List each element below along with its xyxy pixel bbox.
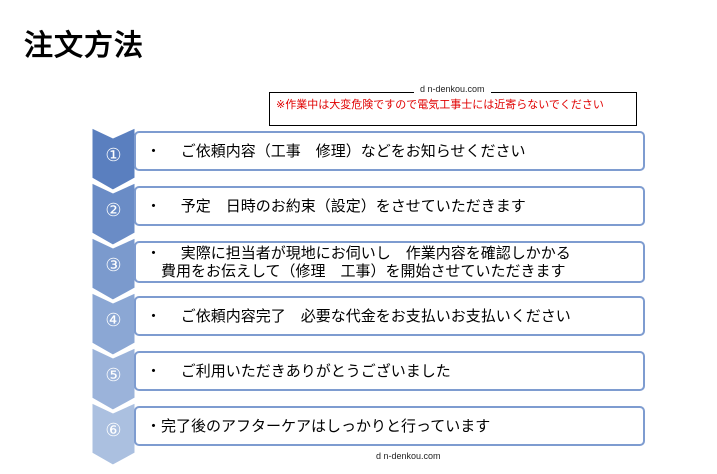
- step-text: ・完了後のアフターケアはしっかりと行っています: [146, 417, 491, 435]
- step-box-4: ・ ご依頼内容完了 必要な代金をお支払いお支払いください: [134, 296, 645, 336]
- step-text: ・ 実際に担当者が現地にお伺いし 作業内容を確認しかかる 費用をお伝えして（修理…: [146, 244, 571, 280]
- step-number: ②: [105, 200, 122, 221]
- step-box-1: ・ ご依頼内容（工事 修理）などをお知らせください: [134, 131, 645, 171]
- source-label-top: d n-denkou.com: [414, 84, 491, 94]
- chevron-step-3: [91, 237, 136, 301]
- step-number: ①: [105, 145, 122, 166]
- step-number: ④: [105, 310, 122, 331]
- step-number: ⑥: [105, 420, 122, 441]
- step-number: ③: [105, 255, 122, 276]
- step-box-2: ・ 予定 日時のお約束（設定）をさせていただきます: [134, 186, 645, 226]
- source-label-bottom: d n-denkou.com: [370, 451, 447, 461]
- step-box-6: ・完了後のアフターケアはしっかりと行っています: [134, 406, 645, 446]
- step-text: ・ ご利用いただきありがとうございました: [146, 362, 451, 380]
- warning-text: ※作業中は大変危険ですので電気工事士には近寄らないでください: [276, 98, 604, 111]
- step-text: ・ ご依頼内容完了 必要な代金をお支払いお支払いください: [146, 307, 571, 325]
- page-title: 注文方法: [24, 28, 145, 62]
- chevron-step-6: [91, 402, 136, 466]
- step-number: ⑤: [105, 365, 122, 386]
- chevron-step-4: [91, 292, 136, 356]
- step-box-3: ・ 実際に担当者が現地にお伺いし 作業内容を確認しかかる 費用をお伝えして（修理…: [134, 241, 645, 283]
- step-text: ・ 予定 日時のお約束（設定）をさせていただきます: [146, 197, 526, 215]
- chevron-step-1: [91, 127, 136, 191]
- chevron-step-5: [91, 347, 136, 411]
- chevron-step-2: [91, 182, 136, 246]
- step-text: ・ ご依頼内容（工事 修理）などをお知らせください: [146, 142, 526, 160]
- step-box-5: ・ ご利用いただきありがとうございました: [134, 351, 645, 391]
